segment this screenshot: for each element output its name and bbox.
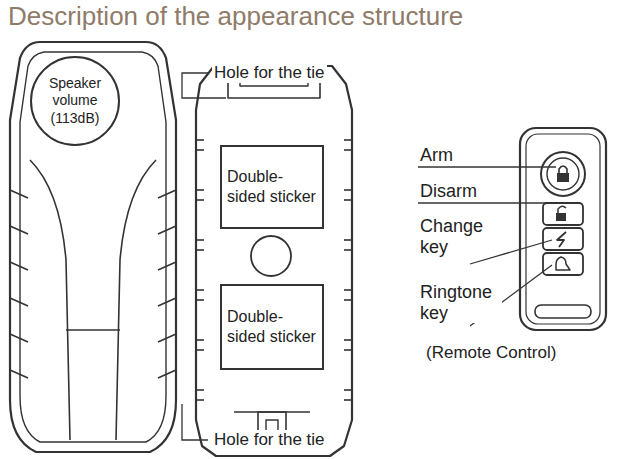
part-label: Hole for the tie — [212, 63, 327, 83]
part-label: Disarm — [418, 181, 479, 202]
diagram-title: Description of the appearance structure — [8, 2, 463, 32]
node-text: Double-sided sticker — [227, 307, 317, 347]
part-label: Arm — [418, 145, 455, 166]
sticker-area: Double-sided sticker — [220, 145, 324, 229]
part-label: Ringtone key — [418, 282, 502, 323]
part-label: (Remote Control) — [424, 343, 558, 363]
node-text: Speaker volume (113dB) — [40, 75, 110, 128]
part-label: Hole for the tie — [212, 430, 327, 450]
part-label: Change key — [418, 216, 484, 257]
speaker-circle: Speaker volume (113dB) — [30, 56, 120, 146]
sticker-area: Double-sided sticker — [220, 284, 324, 370]
node-text: Double-sided sticker — [227, 167, 317, 207]
